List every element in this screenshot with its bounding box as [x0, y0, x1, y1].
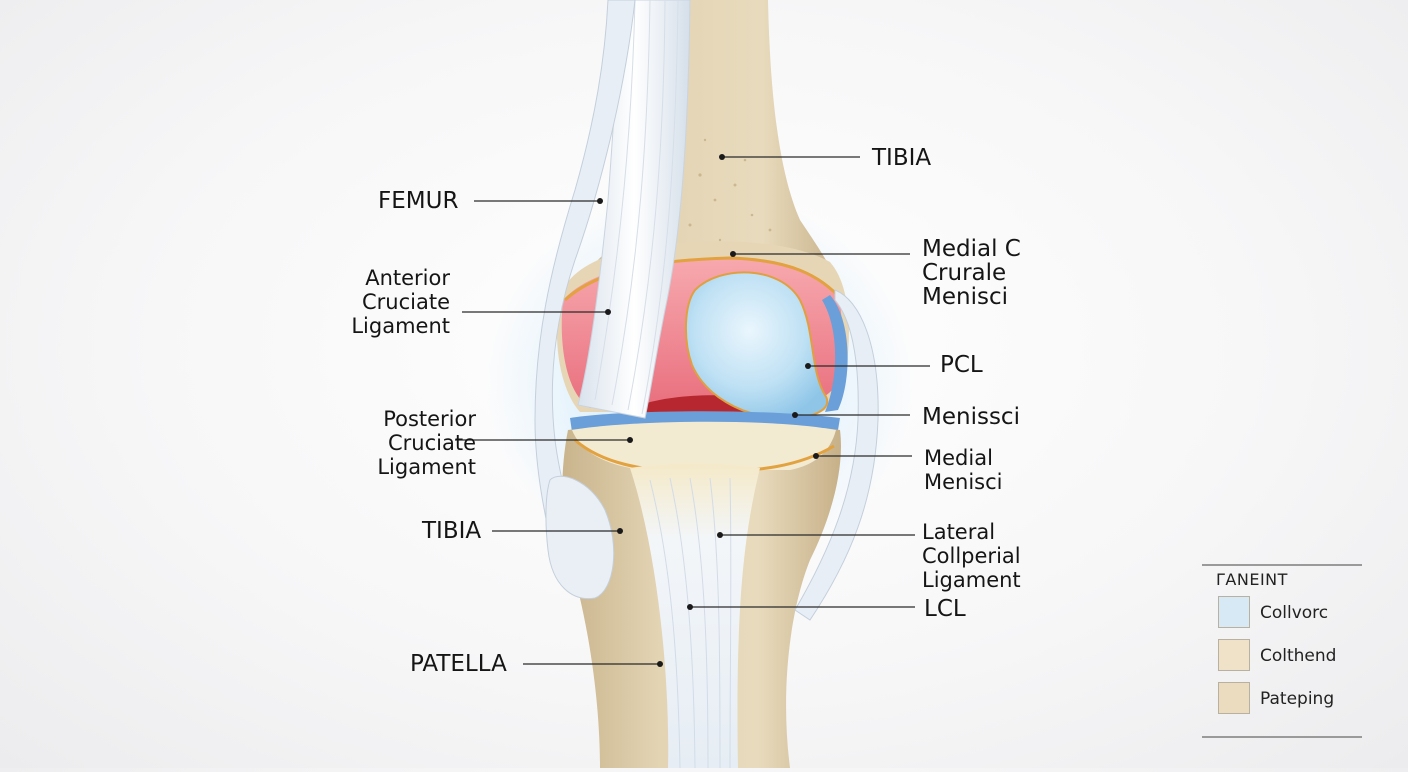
legend-top-rule: [1202, 564, 1362, 566]
label-lateral-collperial: Lateral Collperial Ligament: [922, 520, 1021, 592]
label-lcl: LCL: [924, 597, 966, 621]
legend-bottom-rule: [1202, 736, 1362, 738]
label-posterior-cruciate: Posterior Cruciate Ligament: [356, 407, 476, 479]
legend-item: Collvorc: [1218, 596, 1362, 630]
label-menissci: Menissci: [922, 405, 1020, 429]
label-femur: FEMUR: [378, 189, 458, 213]
legend-title: ΓANEINT: [1216, 570, 1288, 589]
legend-swatch: [1218, 639, 1250, 671]
label-medial-c-crurale: Medial C Crurale Menisci: [922, 237, 1021, 309]
label-tibia-left: TIBIA: [422, 519, 481, 543]
legend-item: Pateping: [1218, 682, 1362, 716]
legend-swatch: [1218, 596, 1250, 628]
legend-item-label: Colthend: [1260, 646, 1336, 666]
label-tibia-top: TIBIA: [872, 146, 931, 170]
legend-item-label: Pateping: [1260, 689, 1334, 709]
label-patella: PATELLA: [410, 652, 507, 676]
legend-swatch: [1218, 682, 1250, 714]
label-medial-menisci: Medial Menisci: [924, 446, 1003, 494]
legend-item: Colthend: [1218, 639, 1362, 673]
label-pcl: PCL: [940, 353, 983, 377]
label-acl: Anterior Cruciate Ligament: [336, 266, 450, 338]
legend-item-label: Collvorc: [1260, 603, 1328, 623]
legend: ΓANEINT Collvorc Colthend Pateping: [1202, 564, 1362, 740]
